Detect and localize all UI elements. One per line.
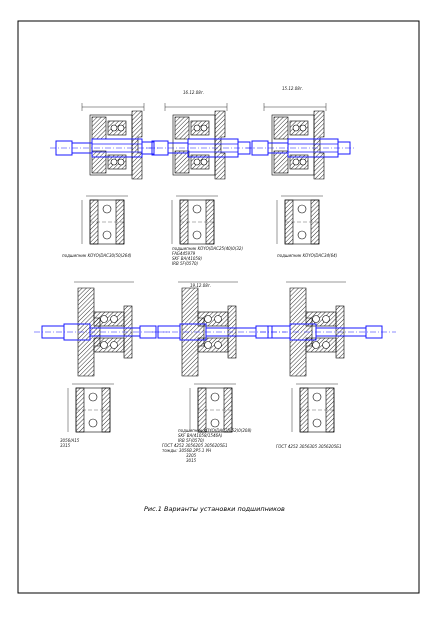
bearing-detail-5 [189, 383, 237, 433]
date-label-3: 15.12.08г. [282, 86, 304, 91]
sheet-border [17, 20, 420, 594]
ref-center-line: 3015 [186, 458, 197, 463]
bearing-label-2-line: IRB 5F(0570) [172, 261, 199, 266]
bearing-label-3: подшипник KOYO(DAC34(64) [277, 253, 338, 258]
assembly-2 [145, 102, 257, 180]
bearing-label-2-line: подшипник KOYO(DAC25(40)0(32) [172, 246, 244, 251]
bearing-detail-6 [291, 383, 339, 433]
date-label-mid: 19.12.08г. [190, 283, 212, 288]
ref-left-line: 3315 [60, 443, 71, 448]
assembly-6 [259, 281, 397, 377]
ref-center-line: SKF BA(41058/1546A) [178, 433, 223, 438]
ref-center-line: 3205 [186, 453, 197, 458]
ref-center: подшипник KOYO(DAC25(52)0(208) SKF BA(41… [162, 428, 252, 463]
figure-caption: Рис.1 Варианты установки подшипников [144, 505, 285, 513]
ref-center-line: тожды: 3056В.2Р5.1 УН [162, 448, 212, 453]
bearing-label-2-line: SKF BA(41058) [172, 256, 203, 261]
ref-right: ГОСТ 4252 3056305 3056205Б1 [276, 444, 342, 449]
assembly-1 [49, 102, 161, 180]
ref-left-line: 3056/A15 [60, 438, 80, 443]
date-label-2: 16.12.08г. [183, 90, 205, 95]
ref-left: 3056/A15 3315 [60, 438, 79, 448]
bearing-detail-3 [276, 195, 324, 245]
bearing-label-2: подшипник KOYO(DAC25(40)0(32) FAG445979 … [172, 246, 243, 266]
assembly-4 [33, 281, 171, 377]
assembly-3 [245, 102, 357, 180]
bearing-detail-4 [67, 383, 115, 433]
bearing-label-2-line: FAG445979 [172, 251, 196, 256]
assembly-5 [149, 281, 287, 377]
ref-center-line: подшипник KOYO(DAC25(52)0(208) [178, 428, 252, 433]
ref-center-line: IRB 5F(0570) [178, 438, 205, 443]
bearing-detail-2 [171, 195, 219, 245]
bearing-label-1: подшипник KOYO(DAC30(50)264) [62, 253, 132, 258]
ref-center-line: ГОСТ 4252 3056205 3056205Б1 [162, 443, 228, 448]
bearing-detail-1 [81, 195, 129, 245]
